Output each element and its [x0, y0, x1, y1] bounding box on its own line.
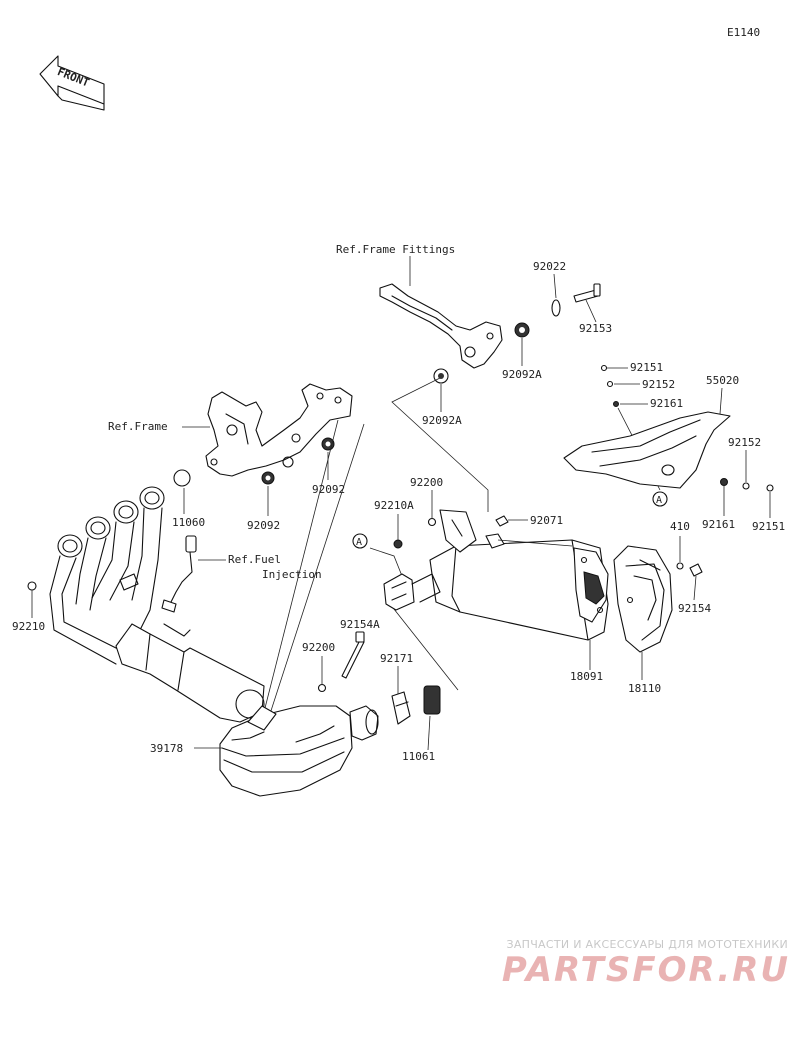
- ref-frame-label: Ref.Frame: [108, 420, 168, 433]
- callout-marker-a-right: A: [652, 491, 668, 507]
- label-92092A-upper: 92092A: [502, 368, 542, 381]
- washer-92200-lower: [317, 683, 327, 693]
- label-92153: 92153: [579, 322, 612, 335]
- side-cover-55020: [563, 411, 731, 489]
- label-92200-upper: 92200: [410, 476, 443, 489]
- washer-92152-upper: [606, 380, 614, 388]
- ref-frame-fittings-label: Ref.Frame Fittings: [336, 243, 455, 256]
- nut-92210A: [393, 539, 403, 549]
- label-55020: 55020: [706, 374, 739, 387]
- collar-410: [676, 562, 684, 570]
- label-92151-upper: 92151: [630, 361, 663, 374]
- label-92152-right: 92152: [728, 436, 761, 449]
- front-direction-arrow-icon: FRONT: [39, 55, 105, 111]
- muffler-mounting-bracket: [439, 509, 505, 553]
- callout-marker-a-left: A: [352, 533, 368, 549]
- label-11060: 11060: [172, 516, 205, 529]
- label-92200-lower: 92200: [302, 641, 335, 654]
- label-92210: 92210: [12, 620, 45, 633]
- cushion-11061: [423, 685, 441, 715]
- label-39178: 39178: [150, 742, 183, 755]
- frame-section: [205, 383, 353, 477]
- watermark-logo: PARTSFOR.RU: [501, 950, 790, 990]
- washer-92152-right: [742, 482, 750, 490]
- rubber-bushing-92092A-lower: [433, 368, 449, 384]
- nut-92210: [27, 581, 37, 591]
- label-92161-upper: 92161: [650, 397, 683, 410]
- bolt-92151-right: [766, 484, 774, 492]
- bolt-92154A: [341, 631, 365, 679]
- clamp-92171: [391, 691, 411, 725]
- label-92092-right: 92092: [312, 483, 345, 496]
- rubber-bushing-92092A-upper: [514, 322, 530, 338]
- label-92171: 92171: [380, 652, 413, 665]
- washer-92200-upper: [427, 517, 437, 527]
- label-92152-upper: 92152: [642, 378, 675, 391]
- bolt-92153: [573, 283, 601, 303]
- label-92154A: 92154A: [340, 618, 380, 631]
- muffler-18091: [429, 539, 609, 641]
- nut-92161-upper: [613, 401, 619, 407]
- rubber-bushing-92092-left: [261, 471, 275, 485]
- bolt-92151-upper: [600, 364, 608, 372]
- footrest-bracket: [379, 283, 503, 369]
- ref-fuel-label: Ref.Fuel: [228, 553, 281, 566]
- exhaust-header-pipes: [49, 486, 165, 665]
- svg-text:A: A: [656, 495, 662, 506]
- muffler-inlet-joint: [383, 573, 441, 611]
- label-92151-right: 92151: [752, 520, 785, 533]
- ref-injection-label: Injection: [262, 568, 322, 581]
- label-92071: 92071: [530, 514, 563, 527]
- label-92022: 92022: [533, 260, 566, 273]
- label-11061: 11061: [402, 750, 435, 763]
- label-92154: 92154: [678, 602, 711, 615]
- heat-guard-cover-18110: [613, 545, 673, 653]
- exhaust-chamber-39178: [219, 705, 379, 797]
- screw-92071: [495, 515, 509, 527]
- watermark-tagline: ЗАПЧАСТИ И АКСЕССУАРЫ ДЛЯ МОТОТЕХНИКИ: [506, 938, 788, 951]
- nut-92161-right: [720, 478, 728, 486]
- mid-pipe-catalyzer: [115, 623, 265, 723]
- label-92092-left: 92092: [247, 519, 280, 532]
- label-18110: 18110: [628, 682, 661, 695]
- label-410: 410: [670, 520, 690, 533]
- gasket-11060: [173, 469, 191, 487]
- svg-text:A: A: [356, 537, 362, 548]
- diagram-code: E1140: [727, 26, 760, 39]
- bolt-92154: [689, 563, 703, 577]
- washer-92022: [551, 299, 561, 317]
- label-18091: 18091: [570, 670, 603, 683]
- label-92092A-lower: 92092A: [422, 414, 462, 427]
- label-92161-right: 92161: [702, 518, 735, 531]
- oxygen-sensor-wire: [161, 535, 197, 613]
- label-92210A: 92210A: [374, 499, 414, 512]
